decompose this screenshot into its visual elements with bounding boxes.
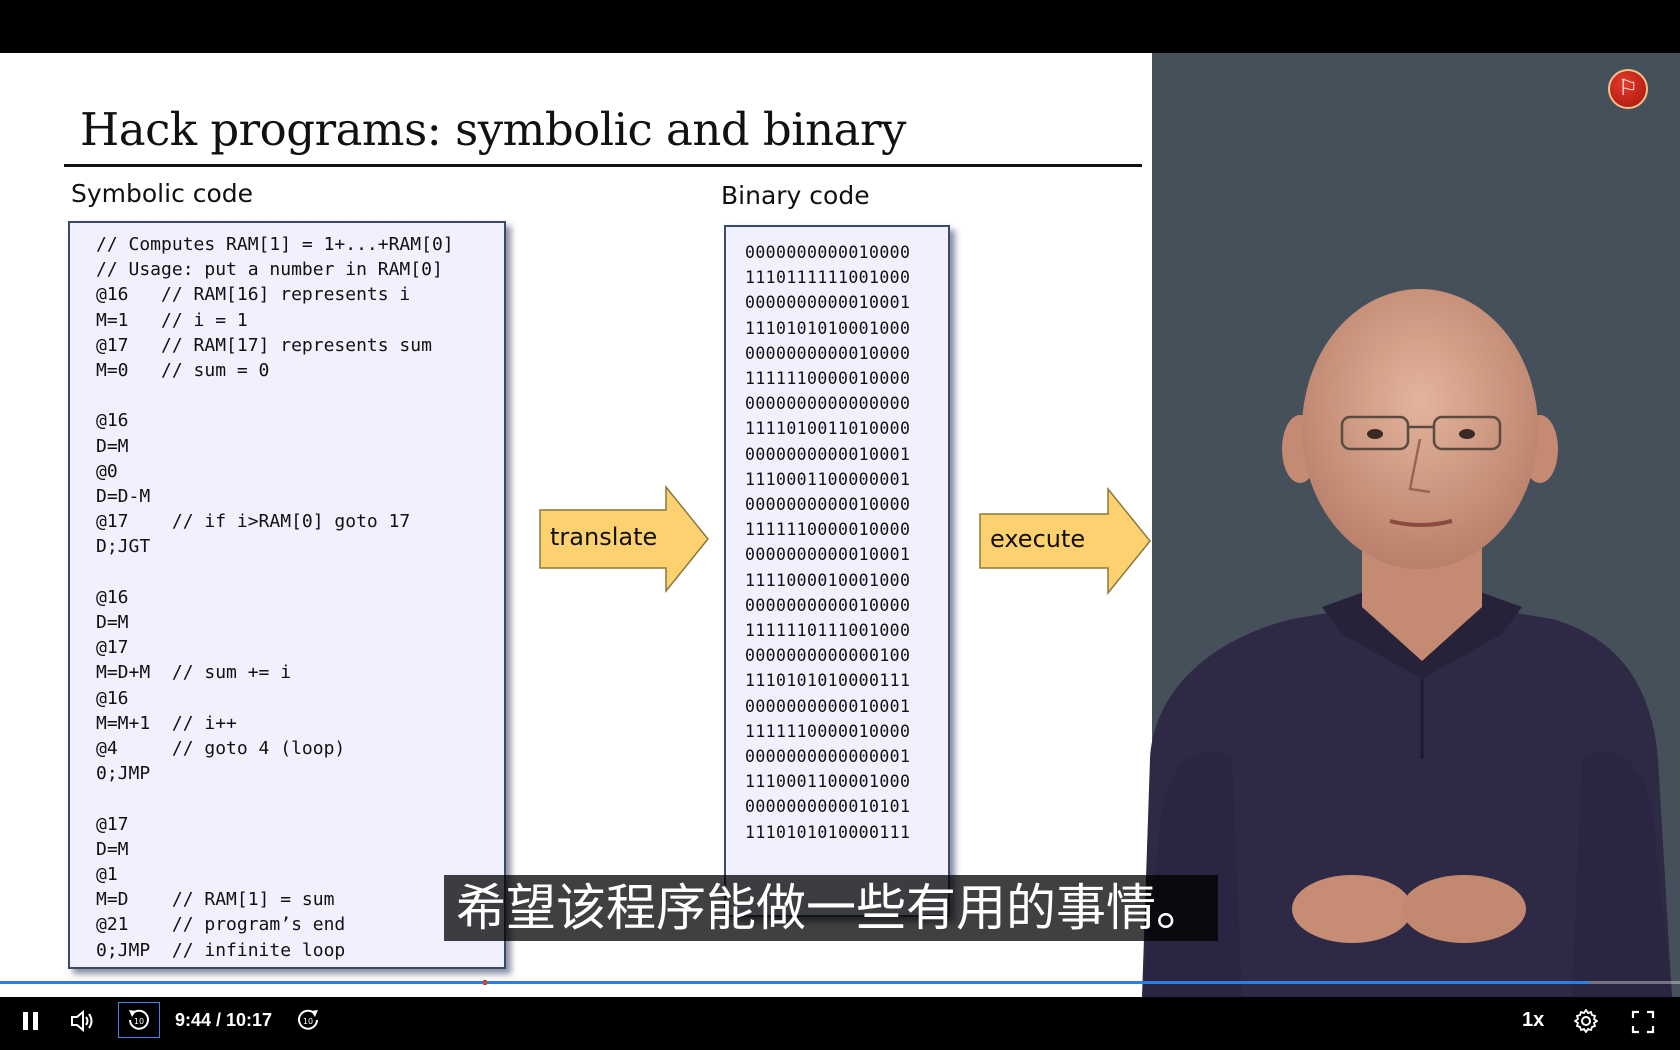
binary-code-line: 1110101010000111 [745, 671, 911, 691]
symbolic-code-line: D=M [96, 612, 129, 633]
symbolic-code-box: // Computes RAM[1] = 1+...+RAM[0] // Usag… [68, 221, 506, 969]
time-display: 9:44 / 10:17 [175, 1010, 273, 1030]
symbolic-code-line: // Usage: put a number in RAM[0] [96, 259, 443, 281]
symbolic-code-line: @17 [96, 813, 129, 835]
pause-icon [23, 1012, 38, 1030]
rewind-10-icon: 10 [129, 1009, 149, 1030]
symbolic-code-line: 0;JMP [96, 763, 151, 785]
binary-code-line: 0000000000010000 [745, 343, 911, 363]
volume-button[interactable] [70, 1009, 96, 1033]
subtitle-caption: 希望该程序能做一些有用的事情。 [444, 875, 1218, 941]
rewind-10-button[interactable]: 10 [118, 1002, 160, 1038]
symbolic-code-line: @21 // program’s end [96, 914, 346, 936]
binary-code-line: 1111110000010000 [745, 721, 911, 741]
symbolic-code-label: Symbolic code [71, 179, 254, 208]
player-controls: 10 9:44 / 10:17 10 1x [0, 997, 1680, 1050]
lecture-slide: Hack programs: symbolic and binary Symbo… [0, 53, 1152, 997]
binary-code-line: 0000000000010001 [745, 444, 911, 464]
slide-title: Hack programs: symbolic and binary [80, 103, 906, 156]
progress-marker [483, 980, 487, 985]
binary-code-box: 0000000000010000 1110111111001000 00000000… [724, 225, 950, 917]
symbolic-code-line: @16 [96, 687, 129, 709]
symbolic-code-line: @16 [96, 410, 129, 432]
binary-code-line: 0000000000010001 [745, 696, 911, 716]
symbolic-code-line: M=D // RAM[1] = sum [96, 889, 335, 911]
symbolic-code-line: M=D+M // sum += i [96, 662, 292, 684]
binary-code-label: Binary code [721, 181, 870, 210]
top-black-bar [0, 0, 1680, 53]
symbolic-code-line: @17 [96, 637, 129, 659]
fullscreen-icon [1631, 1010, 1655, 1034]
title-divider [64, 164, 1142, 167]
symbolic-code-line: @4 // goto 4 (loop) [96, 738, 346, 759]
symbolic-code-line: M=0 // sum = 0 [96, 360, 270, 381]
video-frame[interactable]: Hack programs: symbolic and binary Symbo… [0, 53, 1680, 997]
symbolic-code-line: M=1 // i = 1 [96, 309, 248, 331]
playback-speed-button[interactable]: 1x [1522, 1009, 1545, 1031]
progress-fill[interactable] [0, 981, 1590, 984]
binary-code-line: 1110101010000111 [745, 822, 911, 842]
forward-10-button[interactable]: 10 [296, 1008, 320, 1032]
symbolic-code-line: D=M [96, 435, 129, 457]
execute-arrow: execute [978, 487, 1152, 595]
symbolic-code-line: @17 // RAM[17] represents sum [96, 334, 432, 356]
binary-code-line: 0000000000000100 [745, 646, 911, 666]
symbolic-code-line: D;JGT [96, 536, 151, 558]
course-logo-icon: ⚐ [1608, 69, 1648, 109]
forward-seconds: 10 [303, 1017, 313, 1026]
symbolic-code-line: 0;JMP // infinite loop [96, 939, 346, 961]
binary-code-line: 0000000000010001 [745, 545, 911, 565]
binary-code-line: 1111010011010000 [745, 419, 911, 439]
binary-code-line: 0000000000010101 [745, 797, 911, 817]
binary-code-line: 1111000010001000 [745, 570, 911, 590]
gear-icon [1574, 1009, 1598, 1033]
binary-code-line: 1110111111001000 [745, 268, 911, 288]
binary-code-line: 0000000000010001 [745, 293, 911, 313]
binary-code-line: 1110001100001000 [745, 772, 911, 792]
binary-code-line: 1110001100000001 [745, 469, 911, 489]
execute-label: execute [990, 525, 1086, 553]
forward-10-icon: 10 [298, 1009, 318, 1030]
binary-code-line: 0000000000010000 [745, 595, 911, 615]
symbolic-code-line: @16 // RAM[16] represents i [96, 284, 411, 306]
symbolic-code-line: D=D-M [96, 486, 151, 507]
translate-label: translate [550, 523, 658, 551]
fullscreen-button[interactable] [1631, 1010, 1655, 1034]
pause-button[interactable] [20, 1010, 42, 1032]
binary-code-line: 0000000000000001 [745, 747, 911, 766]
symbolic-code-line: @0 [96, 460, 118, 482]
binary-code-line: 0000000000010000 [745, 243, 911, 262]
rewind-seconds: 10 [134, 1017, 144, 1026]
symbolic-code-line: D=M [96, 838, 129, 860]
symbolic-code-line: // Computes RAM[1] = 1+...+RAM[0] [96, 234, 454, 255]
binary-code-line: 1111110111001000 [745, 621, 911, 640]
volume-icon [71, 1009, 93, 1033]
presenter-figure [1122, 289, 1680, 997]
binary-code-line: 1110101010001000 [745, 318, 911, 338]
binary-code-line: 1111110000010000 [745, 369, 911, 388]
binary-code-line: 0000000000000000 [745, 394, 911, 414]
settings-button[interactable] [1574, 1009, 1598, 1033]
translate-arrow: translate [538, 485, 710, 593]
symbolic-code-line: @16 [96, 586, 129, 608]
binary-code-line: 1111110000010000 [745, 520, 911, 540]
binary-code-line: 0000000000010000 [745, 495, 911, 514]
symbolic-code-line: @17 // if i>RAM[0] goto 17 [96, 511, 411, 533]
symbolic-code-line: M=M+1 // i++ [96, 712, 237, 734]
symbolic-code-line: @1 [96, 864, 118, 885]
